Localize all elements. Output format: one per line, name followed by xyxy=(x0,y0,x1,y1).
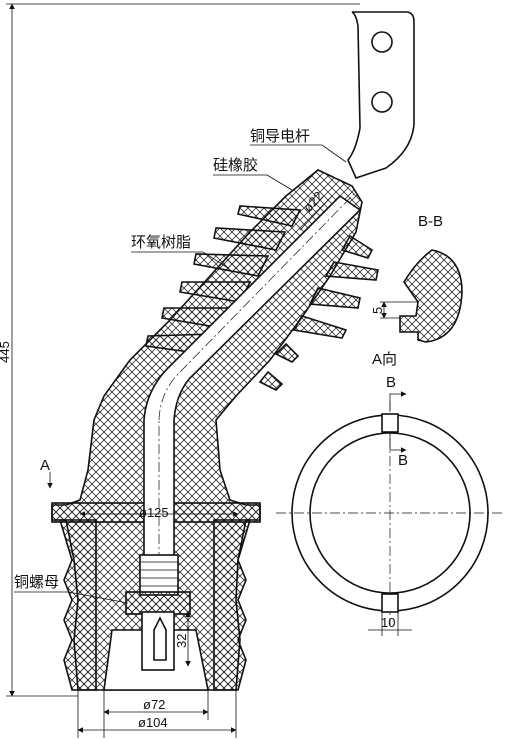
epoxy-resin-label: 环氧树脂 xyxy=(131,234,191,251)
slot-width-label: 10 xyxy=(381,615,395,630)
view-a: A向 B B 10 xyxy=(276,351,504,636)
threaded-section xyxy=(139,554,179,596)
thread-lines xyxy=(140,561,178,587)
lug-hole-bottom xyxy=(371,91,393,113)
nut-depth-label: 32 xyxy=(174,634,189,648)
slot-top xyxy=(381,413,399,433)
copper-nut-label: 铜螺母 xyxy=(14,574,59,591)
section-bb: B-B 5 xyxy=(370,213,463,343)
groove-depth-label: 5 xyxy=(370,307,385,314)
flange-diameter-label: ø125 xyxy=(139,505,169,520)
labels: 铜导电杆 硅橡胶 环氧树脂 铜螺母 xyxy=(14,128,347,604)
view-a-title: A向 xyxy=(372,351,397,368)
lower-skirt-right xyxy=(213,519,252,691)
bushing-body xyxy=(51,169,379,691)
base-outer-diameter-label: ø104 xyxy=(138,715,168,730)
lower-skirt xyxy=(58,519,97,691)
arrow-b-top-label: B xyxy=(386,374,396,391)
arrow-b-bottom-label: B xyxy=(398,452,408,469)
silicone-rubber-label: 硅橡胶 xyxy=(213,157,258,174)
pin xyxy=(153,616,167,661)
slot-bottom xyxy=(381,593,399,613)
lug-hole-top xyxy=(371,31,393,53)
terminal-lug xyxy=(347,11,415,179)
copper-nut-body xyxy=(125,591,191,615)
copper-conductor xyxy=(125,11,415,671)
base-inner-diameter-label: ø72 xyxy=(143,697,165,712)
section-bb-title: B-B xyxy=(418,213,443,230)
section-bb-profile xyxy=(399,249,463,343)
copper-rod-label: 铜导电杆 xyxy=(250,128,310,145)
view-arrow-a: A xyxy=(40,457,53,489)
arrow-a-label: A xyxy=(40,457,50,474)
overall-height-dimension: 445 xyxy=(0,3,360,697)
overall-height-label: 445 xyxy=(0,341,12,363)
conductor-rod xyxy=(143,194,362,576)
